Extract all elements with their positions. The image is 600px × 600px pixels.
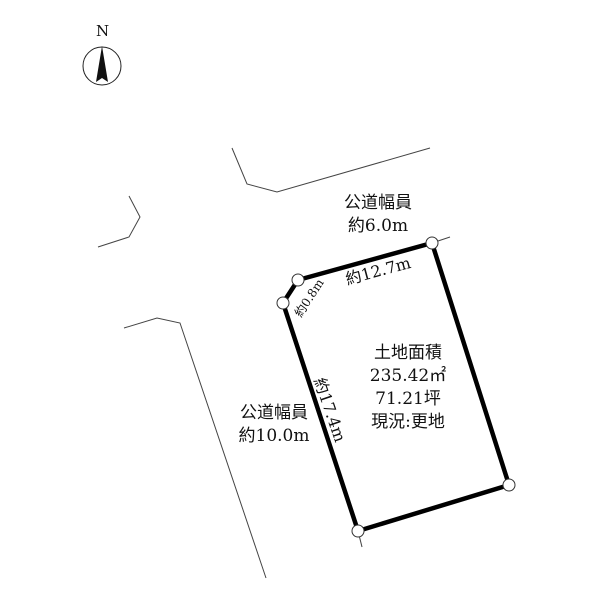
plot-area-sqm: 235.42㎡	[369, 366, 447, 386]
road-edge-north	[231, 147, 431, 193]
boundary-marker-icon	[351, 524, 365, 538]
plot-current-status: 現況:更地	[371, 412, 445, 432]
road-north-type: 公道幅員	[344, 193, 412, 213]
north-label: N	[96, 22, 110, 40]
road-west-label: 公道幅員 約10.0m	[228, 402, 320, 448]
road-west-type: 公道幅員	[240, 403, 308, 423]
plot-area-title: 土地面積	[374, 343, 442, 363]
road-edge-northwest	[97, 195, 141, 248]
north-arrow-icon	[82, 46, 122, 86]
road-edge-west	[123, 317, 267, 579]
plot-info: 土地面積 235.42㎡ 71.21坪 現況:更地	[352, 342, 464, 434]
road-north-width: 約6.0m	[347, 216, 409, 236]
boundary-marker-icon	[425, 236, 439, 250]
boundary-markers	[276, 236, 516, 538]
road-west-width: 約10.0m	[238, 426, 310, 446]
plot-area-tsubo: 71.21坪	[375, 389, 441, 409]
road-north-label: 公道幅員 約6.0m	[332, 192, 424, 238]
boundary-marker-icon	[502, 478, 516, 492]
boundary-marker-icon	[276, 296, 290, 310]
boundary-marker-icon	[291, 273, 305, 287]
